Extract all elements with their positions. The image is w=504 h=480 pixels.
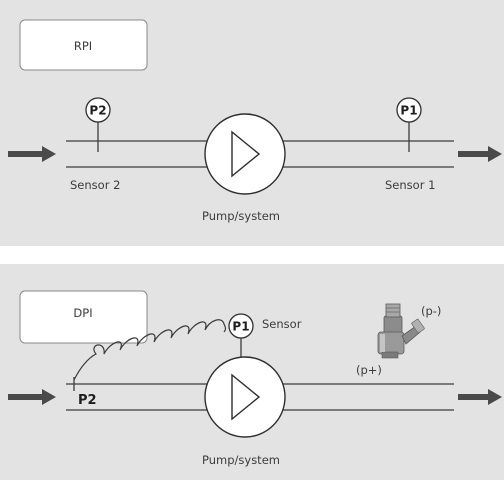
dpi-sensor-label: Sensor <box>262 317 302 331</box>
dpi-diagram: DPI P1 Sensor (p-) <box>8 290 502 467</box>
dpi-p-plus-label: (p+) <box>356 363 382 377</box>
rpi-p1-gauge <box>396 97 422 123</box>
dpi-inflow-arrow <box>8 389 56 405</box>
rpi-sensor-2-label: Sensor 2 <box>70 178 120 192</box>
dpi-p-minus-label: (p-) <box>421 304 441 318</box>
dpi-title-box <box>19 290 148 344</box>
rpi-diagram: RPI P2 P1 Sensor 2 Sensor 1 Pump/system <box>8 19 502 223</box>
rpi-title-box <box>19 19 148 71</box>
dpi-pump-triangle-icon <box>231 373 261 421</box>
rpi-inflow-arrow <box>8 146 56 162</box>
dpi-panel: DPI P1 Sensor (p-) <box>0 264 504 480</box>
rpi-pump-label: Pump/system <box>202 209 280 223</box>
dpi-sensor-hose <box>73 319 227 381</box>
rpi-outflow-arrow <box>458 146 502 162</box>
rpi-p2-label: P2 <box>89 104 106 118</box>
rpi-panel: RPI P2 P1 Sensor 2 Sensor 1 Pump/system <box>0 0 504 246</box>
rpi-title: RPI <box>74 39 92 53</box>
pressure-sensor-icon <box>377 303 425 359</box>
rpi-pump-triangle-icon <box>231 130 261 178</box>
rpi-p2-gauge <box>85 97 111 123</box>
dpi-p1-label: P1 <box>232 320 249 334</box>
dpi-outflow-arrow <box>458 389 502 405</box>
rpi-p1-label: P1 <box>400 104 417 118</box>
dpi-p1-gauge <box>228 313 254 339</box>
rpi-sensor-1-label: Sensor 1 <box>385 178 435 192</box>
dpi-p2-label: P2 <box>78 393 97 408</box>
dpi-title: DPI <box>73 306 92 320</box>
dpi-pump-label: Pump/system <box>202 453 280 467</box>
